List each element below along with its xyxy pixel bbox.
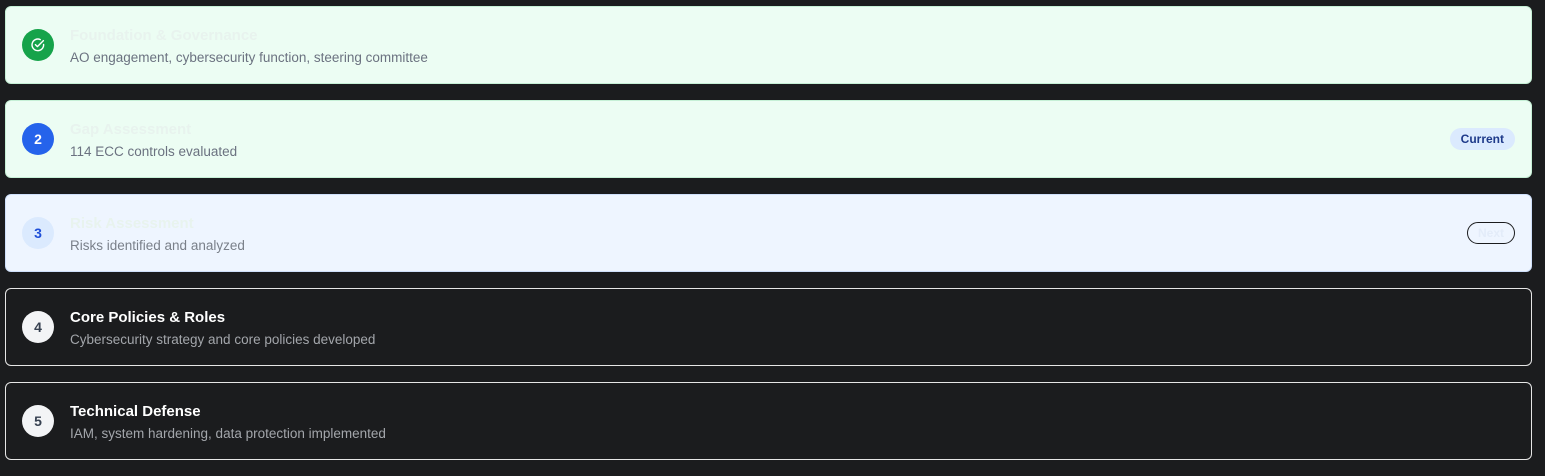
current-status-tag: Current [1449,128,1515,150]
step-subtitle: 114 ECC controls evaluated [70,144,238,159]
step-title: Technical Defense [70,403,201,420]
step-number-badge: 5 [22,405,54,437]
step-number-badge: 2 [22,123,54,155]
step-core-policies-roles[interactable]: 4 Core Policies & Roles Cybersecurity st… [5,288,1532,366]
next-status-tag: Next [1467,222,1515,244]
step-gap-assessment[interactable]: 2 Gap Assessment 114 ECC controls evalua… [5,100,1532,178]
step-status-badge [22,29,54,61]
step-technical-defense[interactable]: 5 Technical Defense IAM, system hardenin… [5,382,1532,460]
step-subtitle: Risks identified and analyzed [70,238,245,253]
step-title: Gap Assessment [70,121,192,138]
step-risk-assessment[interactable]: 3 Risk Assessment Risks identified and a… [5,194,1532,272]
check-circle-icon [30,37,46,53]
roadmap-steps-list: Foundation & Governance AO engagement, c… [5,6,1532,476]
step-title: Foundation & Governance [70,27,258,44]
step-title: Core Policies & Roles [70,309,226,326]
step-title: Risk Assessment [70,215,194,232]
step-number-badge: 3 [22,217,54,249]
step-foundation-governance[interactable]: Foundation & Governance AO engagement, c… [5,6,1532,84]
step-number-badge: 4 [22,311,54,343]
step-subtitle: AO engagement, cybersecurity function, s… [70,50,428,65]
step-subtitle: IAM, system hardening, data protection i… [70,426,386,441]
step-subtitle: Cybersecurity strategy and core policies… [70,332,376,347]
